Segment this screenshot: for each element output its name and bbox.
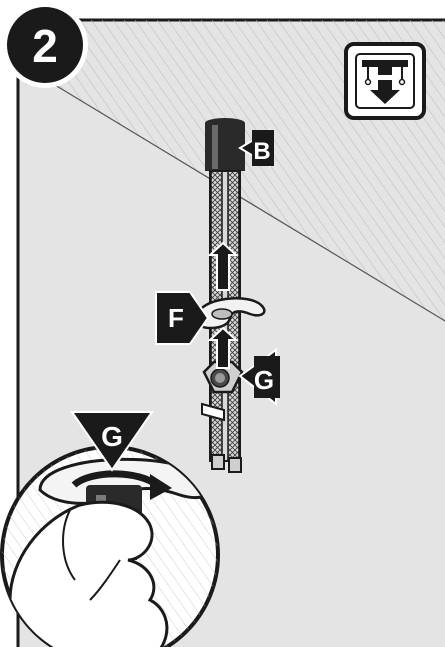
step-number: 2 — [32, 20, 58, 72]
label-f: F — [155, 291, 210, 345]
install-from-below-icon — [344, 42, 426, 120]
label-g-detail-text: G — [101, 421, 123, 452]
label-f-text: F — [168, 303, 184, 333]
label-b: B — [238, 128, 274, 168]
hose-end-fittings — [211, 454, 242, 473]
arrow-up-icon — [207, 326, 239, 369]
label-b-text: B — [253, 138, 270, 165]
hose-bracket — [201, 402, 225, 422]
detail-circle — [0, 445, 220, 647]
label-g-detail: G — [70, 411, 154, 472]
arrow-up-icon — [207, 241, 239, 291]
supply-pipe-assembly — [196, 118, 266, 473]
countertop-edge — [54, 84, 445, 322]
detail-hand — [8, 500, 169, 647]
hex-nut — [202, 360, 244, 394]
step-badge: 2 — [2, 2, 88, 88]
label-g: G — [238, 348, 280, 407]
horseshoe-washer — [196, 297, 266, 330]
label-g-text: G — [254, 365, 274, 395]
